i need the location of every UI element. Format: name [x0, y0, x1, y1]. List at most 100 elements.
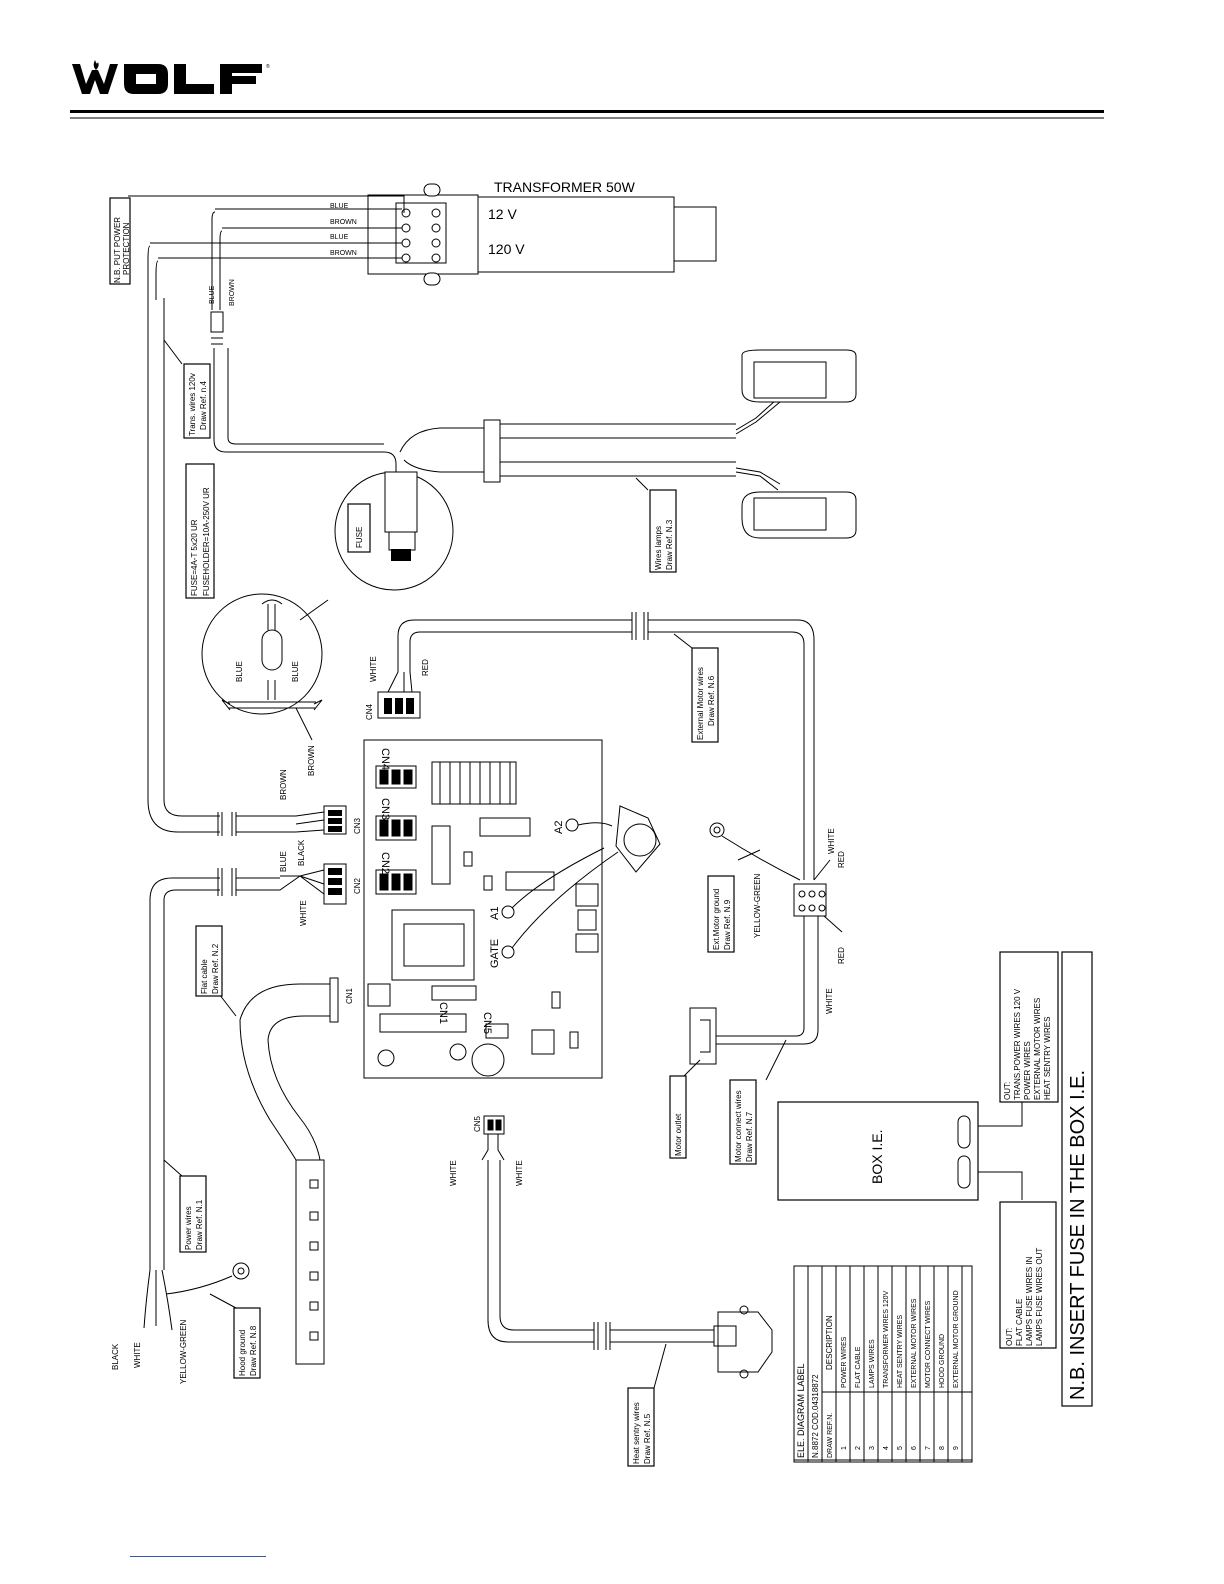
- svg-text:PROTECTION: PROTECTION: [122, 222, 131, 275]
- box-out-bottom: OUT: FLAT CABLE LAMPS FUSE WIRES IN LAMP…: [999, 1201, 1057, 1349]
- svg-text:CN2: CN2: [353, 877, 362, 894]
- term-wire-2: BROWN: [330, 219, 357, 226]
- svg-text:CN4: CN4: [365, 703, 374, 720]
- term-wire-3: BLUE: [330, 234, 349, 241]
- diagram-label-table: [793, 1265, 973, 1463]
- ext-motor-ground-callout: Ext.Motor ground Draw Ref. N.9: [707, 875, 735, 953]
- svg-text:Draw Ref. N.5: Draw Ref. N.5: [643, 1413, 652, 1464]
- table-row-number: 5: [897, 1446, 904, 1450]
- lamps: [399, 349, 857, 539]
- svg-text:Draw Ref. N.2: Draw Ref. N.2: [211, 943, 220, 994]
- wolf-logo: ®: [72, 60, 270, 94]
- table-col-ref: DRAW REF.N.: [827, 1413, 834, 1458]
- svg-text:FUSE=4A-T 5x20 UR: FUSE=4A-T 5x20 UR: [190, 519, 199, 596]
- svg-text:Draw Ref. N.3: Draw Ref. N.3: [665, 519, 674, 570]
- motor-white2-label: WHITE: [825, 988, 834, 1014]
- svg-text:Draw Ref. N.8: Draw Ref. N.8: [249, 1325, 258, 1376]
- svg-text:Draw Ref. n.4: Draw Ref. n.4: [199, 381, 208, 430]
- table-code: N.8872 COD.04318872: [811, 1374, 820, 1458]
- cn5-ext-label: CN5: [473, 1115, 482, 1132]
- table-col-desc: DESCRIPTION: [825, 1315, 834, 1370]
- svg-text:FLAT CABLE: FLAT CABLE: [1015, 1299, 1024, 1346]
- top-blue-label: BLUE: [209, 285, 216, 304]
- term-wire-4: BROWN: [330, 250, 357, 257]
- transformer-120v-label: 120 V: [488, 241, 525, 257]
- svg-text:POWER WIRES: POWER WIRES: [1023, 1041, 1032, 1100]
- flat-cable-callout: Flat cable Draw Ref. N.2: [195, 925, 223, 997]
- table-row-description: MOTOR CONNECT WIRES: [925, 1300, 932, 1388]
- terminal-gate: GATE: [489, 939, 501, 968]
- pw-yg-label: YELLOW-GREEN: [179, 1319, 188, 1384]
- table-title: ELE. DIAGRAM LABEL: [796, 1363, 806, 1458]
- table-row-number: 9: [953, 1446, 960, 1450]
- cn5-white-l-label: WHITE: [449, 1160, 458, 1186]
- table-row-description: EXTERNAL MOTOR GROUND: [953, 1290, 960, 1388]
- fuse-wire-blue-2: BLUE: [291, 661, 300, 682]
- svg-text:FUSE: FUSE: [355, 527, 364, 548]
- fuse-detail: FUSE BLUE BLUE BROWN: [201, 471, 454, 776]
- external-motor-callout: External Motor wires Draw Ref. N.6: [691, 647, 719, 743]
- fuse-spec: FUSE=4A-T 5x20 UR FUSEHOLDER=10A-250V UR: [185, 463, 215, 599]
- svg-text:Wires lamps: Wires lamps: [654, 526, 663, 570]
- table-row-description: LAMPS WIRES: [869, 1339, 876, 1388]
- flat-cable: [215, 977, 339, 1365]
- fuse-wire-brown: BROWN: [307, 745, 316, 776]
- cn5-white-r-label: WHITE: [515, 1160, 524, 1186]
- svg-text:OUT:: OUT:: [1005, 1328, 1014, 1346]
- page-footer-link[interactable]: [130, 1556, 266, 1557]
- svg-text:Ext.Motor ground: Ext.Motor ground: [712, 889, 721, 950]
- svg-text:Draw Ref. N.1: Draw Ref. N.1: [195, 1199, 204, 1250]
- cn1-ext-label: CN1: [345, 987, 354, 1004]
- cn4-plug: CN4: [365, 691, 421, 720]
- svg-text:Flat cable: Flat cable: [200, 959, 209, 994]
- svg-text:Draw Ref. N.6: Draw Ref. N.6: [707, 675, 716, 726]
- terminal-a1: A1: [489, 907, 501, 920]
- table-row-number: 1: [841, 1446, 848, 1450]
- svg-text:OUT:: OUT:: [1003, 1082, 1012, 1100]
- pw-black-label: BLACK: [111, 1343, 120, 1370]
- svg-text:FUSEHOLDER=10A-250V UR: FUSEHOLDER=10A-250V UR: [202, 487, 211, 596]
- table-row-description: EXTERNAL MOTOR WIRES: [911, 1298, 918, 1388]
- table-row-number: 2: [855, 1446, 862, 1450]
- svg-text:Motor connect wires: Motor connect wires: [734, 1090, 743, 1162]
- cn2-plug: CN2: [280, 863, 362, 905]
- transformer-12v-label: 12 V: [488, 206, 517, 222]
- svg-text:HEAT SENTRY WIRES: HEAT SENTRY WIRES: [1043, 1017, 1052, 1100]
- header-rule: [70, 110, 1104, 113]
- motor-outlet-callout: Motor outlet: [669, 1075, 687, 1159]
- table-row-number: 4: [883, 1446, 890, 1450]
- pw-white-label: WHITE: [133, 1342, 142, 1368]
- transformer-title: TRANSFORMER 50W: [494, 179, 636, 195]
- svg-text:TRANS.POWER WIRES 120 V: TRANS.POWER WIRES 120 V: [1013, 988, 1022, 1100]
- box-ie-label: BOX I.E.: [869, 1130, 885, 1184]
- fuse-wire-blue-1: BLUE: [235, 661, 244, 682]
- box-out-top: OUT: TRANS.POWER WIRES 120 V POWER WIRES…: [999, 951, 1059, 1103]
- cn4-red-label: RED: [421, 659, 430, 676]
- board-cn4: CN4: [379, 748, 391, 770]
- motor-white-label: WHITE: [827, 828, 836, 854]
- svg-text:N.B. PUT POWER: N.B. PUT POWER: [113, 217, 122, 283]
- board-cn5: CN5: [481, 1012, 493, 1034]
- svg-text:Draw Ref. N.7: Draw Ref. N.7: [745, 1111, 754, 1162]
- svg-text:Heat sentry wires: Heat sentry wires: [632, 1402, 641, 1464]
- cn2-black-label: BLACK: [297, 839, 306, 866]
- wires-lamps-callout: Wires lamps Draw Ref. N.3: [649, 489, 677, 573]
- motor-yg-label: YELLOW-GREEN: [753, 873, 762, 938]
- svg-text:Power wires: Power wires: [184, 1206, 193, 1250]
- svg-text:EXTERNAL MOTOR WIRES: EXTERNAL MOTOR WIRES: [1033, 998, 1042, 1100]
- table-row-number: 3: [869, 1446, 876, 1450]
- heat-sentry-callout: Heat sentry wires Draw Ref. N.5: [627, 1387, 655, 1467]
- term-wire-1: BLUE: [330, 203, 349, 210]
- cn3-plug: CN3: [295, 805, 362, 835]
- table-row-number: 8: [939, 1446, 946, 1450]
- svg-text:Trans. wires 120v: Trans. wires 120v: [188, 373, 197, 436]
- cn3-brown-label: BROWN: [279, 769, 288, 800]
- table-row-description: HEAT SENTRY WIRES: [897, 1315, 904, 1388]
- box-ie: BOX I.E.: [777, 1101, 1023, 1201]
- svg-text:®: ®: [266, 63, 270, 70]
- cn2-white-label: WHITE: [299, 900, 308, 926]
- power-protection-note: N.B. PUT POWER PROTECTION: [109, 197, 131, 285]
- svg-text:Draw Ref. N.9: Draw Ref. N.9: [723, 899, 732, 950]
- terminal-a2: A2: [553, 821, 565, 834]
